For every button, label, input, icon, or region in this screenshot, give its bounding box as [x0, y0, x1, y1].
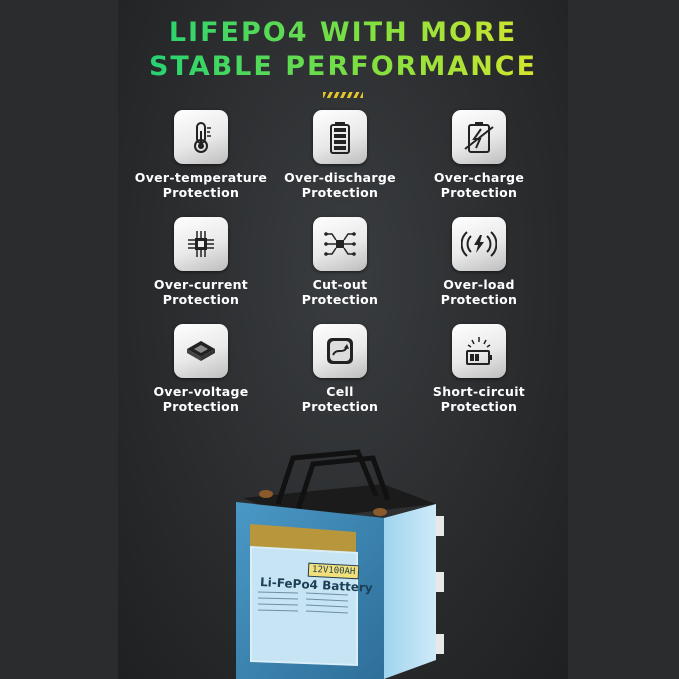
headline-line-2: STABLE PERFORMANCE [118, 50, 568, 84]
chip-icon [174, 217, 228, 271]
left-margin [0, 0, 118, 679]
product-panel: LIFEPO4 WITH MORE STABLE PERFORMANCE Ove… [118, 0, 568, 679]
battery-illustration: 12V100AH Li-FePo4 Battery [118, 440, 568, 679]
circuit-icon [313, 217, 367, 271]
battery-full-icon [313, 110, 367, 164]
decorative-stripes [323, 92, 363, 98]
battery-rating-badge: 12V100AH [307, 562, 360, 580]
short-circuit-icon [452, 324, 506, 378]
wireless-charge-icon [452, 217, 506, 271]
right-margin [568, 0, 679, 679]
battery-charge-icon [452, 110, 506, 164]
headline-line-1: LIFEPO4 WITH MORE [118, 16, 568, 50]
processor-icon [174, 324, 228, 378]
thermometer-icon [174, 110, 228, 164]
cell-balance-icon [313, 324, 367, 378]
battery-graphic [236, 449, 444, 679]
